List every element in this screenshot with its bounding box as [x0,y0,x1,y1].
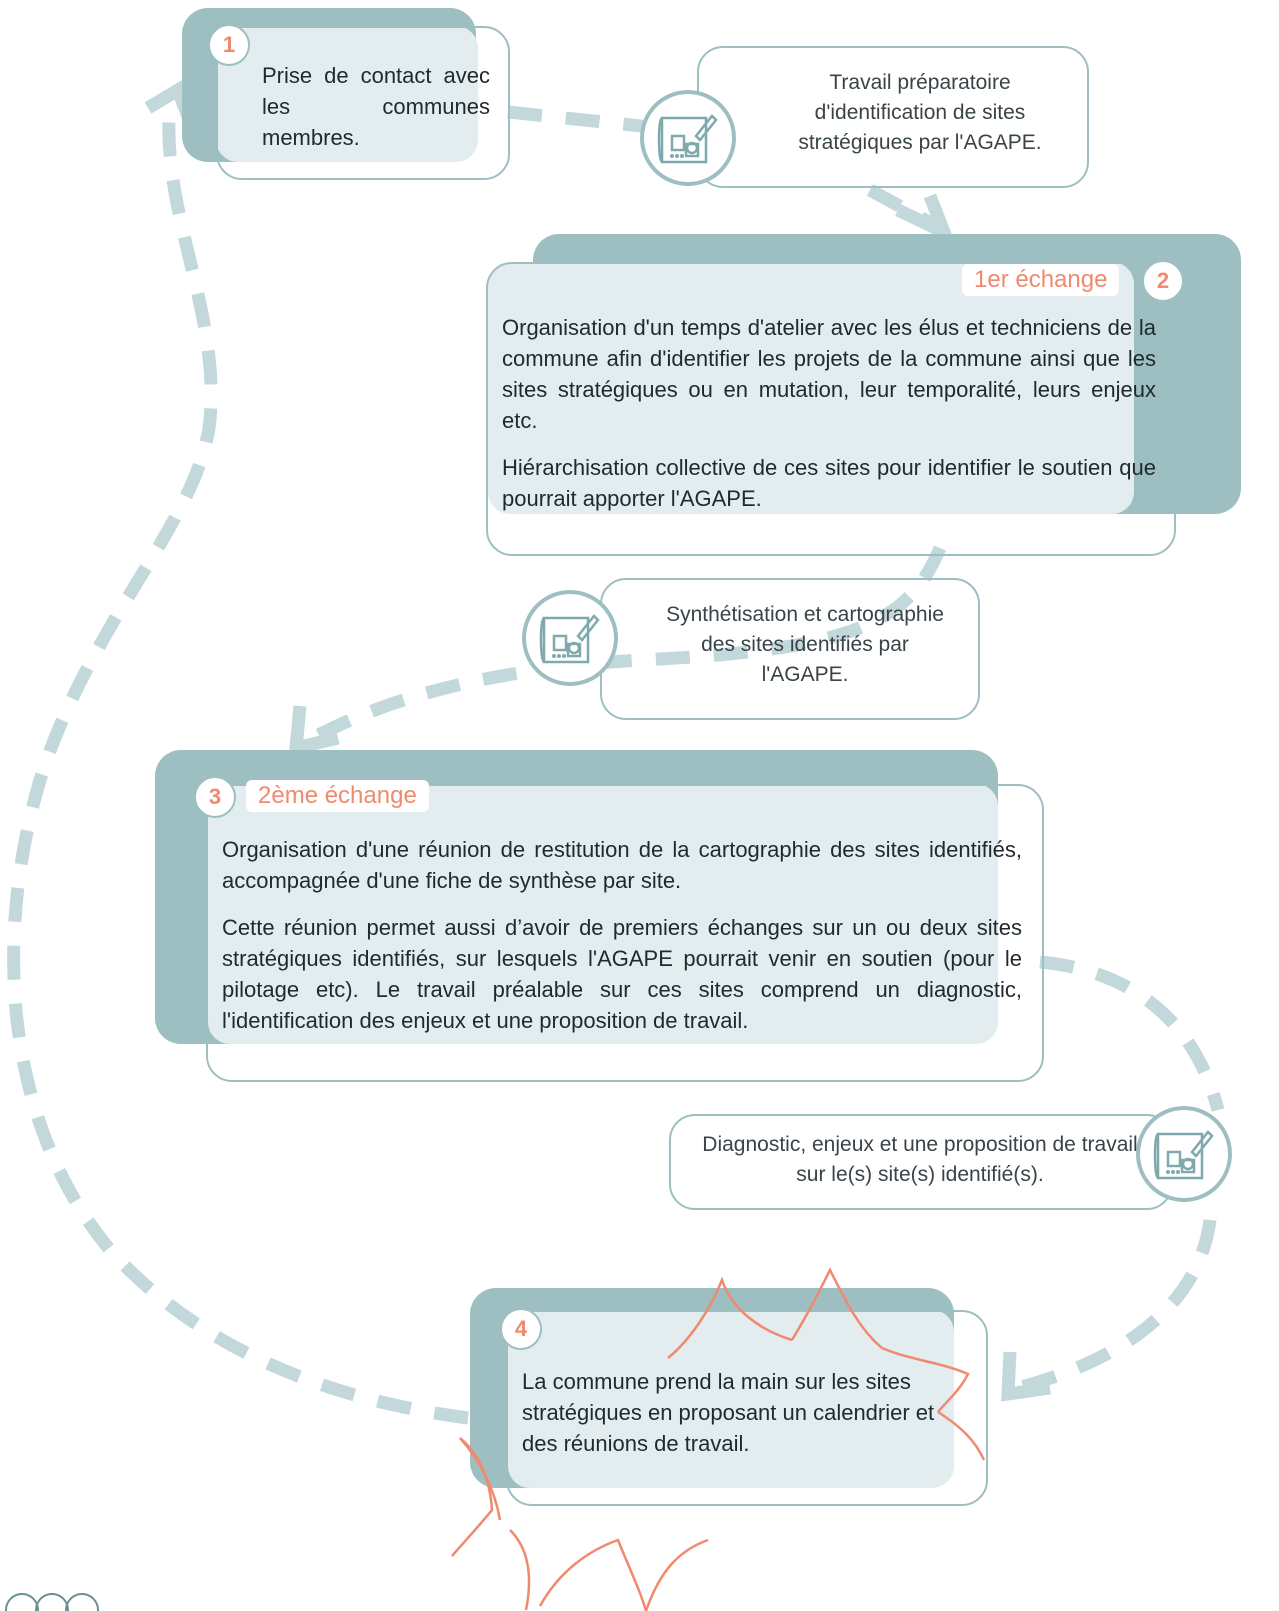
step-2-outline [486,262,1176,556]
step-4-number: 4 [500,1308,542,1350]
step-4-outline [506,1310,988,1506]
step-3-para-2: Cette réunion permet aussi d’avoir de pr… [222,915,1022,1033]
step-2-fill [488,262,1134,514]
step-2-tag: 1er échange [962,264,1120,296]
step-2-text: Organisation d'un temps d'atelier avec l… [502,312,1156,530]
step-2-para-2: Hiérarchisation collective de ces sites … [502,455,1156,511]
step-1-text: Prise de contact avec les communes membr… [262,63,490,150]
note-1-text: Travail préparatoire d'identification de… [798,71,1042,154]
blueprint-icon [640,90,736,186]
step-3-fill [208,784,998,1044]
step-3-outline [206,784,1044,1082]
step-3-tag: 2ème échange [246,780,429,812]
blueprint-icon [1136,1106,1232,1202]
step-3-para-1: Organisation d'une réunion de restitutio… [222,837,1022,893]
step-2-number: 2 [1142,260,1184,302]
agape-logo [5,1593,99,1611]
note-2-text: Synthétisation et cartographie des sites… [666,603,944,686]
step-1-number: 1 [208,24,250,66]
step-4-fill [508,1310,954,1488]
step-3-number: 3 [194,776,236,818]
step-3-text: Organisation d'une réunion de restitutio… [222,834,1022,1052]
burst-decoration [451,1267,986,1611]
note-3-text: Diagnostic, enjeux et une proposition de… [702,1133,1138,1186]
step-1-outline [216,26,510,180]
blueprint-icon [522,590,618,686]
step-2-para-1: Organisation d'un temps d'atelier avec l… [502,315,1156,433]
step-1-fill [216,26,478,162]
step-4-text: La commune prend la main sur les sites s… [522,1369,935,1456]
